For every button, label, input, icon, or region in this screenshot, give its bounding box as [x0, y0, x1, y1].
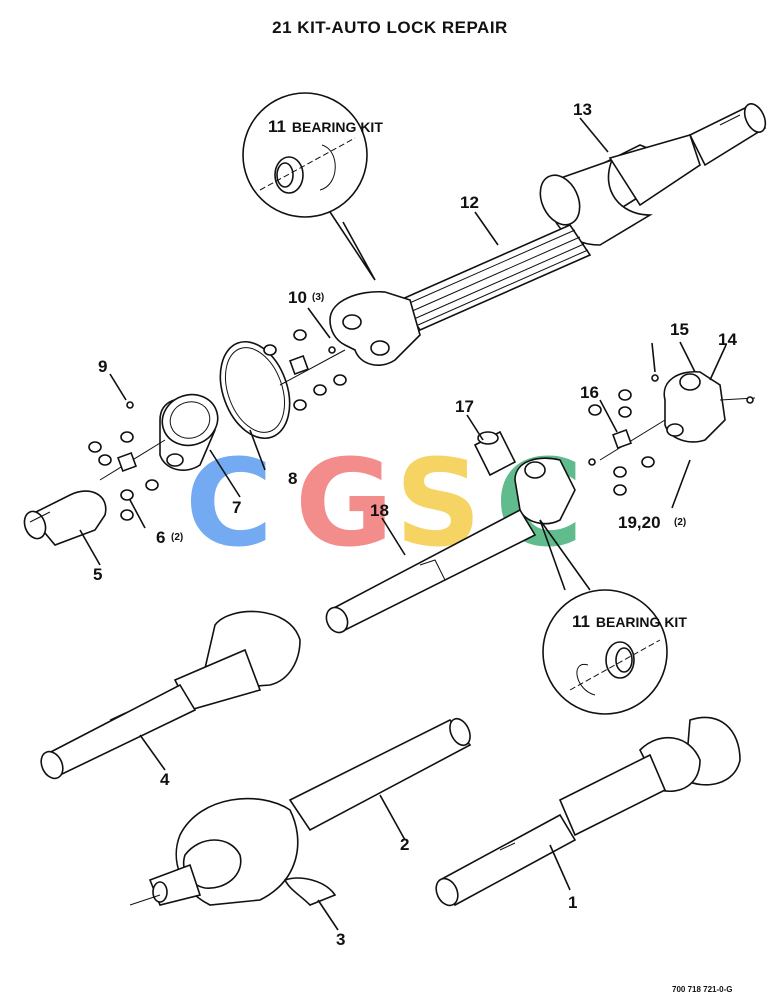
drawing-code: 700 718 721-0-G	[672, 985, 733, 994]
bearing-kit-upper-detail: 11 BEARING KIT	[242, 92, 383, 281]
part-5-tractor-yoke	[23, 490, 107, 546]
bearing-kit-lower-detail: 11 BEARING KIT	[539, 519, 687, 715]
callout-15: 15	[670, 320, 689, 339]
part-13-outer-shield-half	[539, 103, 767, 246]
part-8-seal-ring	[219, 340, 291, 440]
part-17-bushing	[473, 430, 517, 477]
shaft-yoke	[329, 290, 421, 366]
callout-labels: 13 12 10 (3) 15 14 16 9 17 8 7 18 6 (2) …	[93, 100, 737, 949]
callout-2: 2	[400, 835, 409, 854]
part-7-inner-yoke	[159, 393, 219, 471]
callout-1: 1	[568, 893, 577, 912]
part-18-inner-yoke-and-tube	[325, 457, 576, 634]
callout-12: 12	[460, 193, 479, 212]
callout-16: 16	[580, 383, 599, 402]
callout-17: 17	[455, 397, 474, 416]
callout-6: 6	[156, 528, 165, 547]
callout-10: 10	[288, 288, 307, 307]
part-6-cross-kit	[88, 401, 166, 521]
part-1-outer-shield	[435, 716, 741, 907]
callout-3: 3	[336, 930, 345, 949]
diagram-title: 21 KIT-AUTO LOCK REPAIR	[272, 18, 508, 37]
bearing-kit-lower-label: BEARING KIT	[596, 614, 687, 630]
callout-19-20: 19,20	[618, 513, 661, 532]
leader-lines	[79, 117, 727, 931]
callout-13: 13	[573, 100, 592, 119]
callout-8: 8	[288, 469, 297, 488]
part-4-inner-shield	[40, 610, 301, 780]
bearing-kit-upper-number: 11	[268, 117, 286, 136]
callout-10-qty: (3)	[312, 292, 324, 303]
part-3-shield-segment	[283, 877, 337, 906]
callout-9: 9	[98, 357, 107, 376]
callout-5: 5	[93, 565, 102, 584]
part-2-outer-tube-and-shield	[129, 717, 472, 906]
part-16-cross-kit	[588, 374, 666, 496]
callout-19-20-qty: (2)	[674, 517, 686, 528]
part-10-cross-kit	[263, 329, 347, 411]
watermark-letter-g: G	[295, 435, 394, 574]
part-14-yoke	[663, 371, 756, 443]
callout-7: 7	[232, 498, 241, 517]
watermark: C G S C	[185, 435, 583, 574]
svg-text:11 BEARING KIT: 11 BEARING KIT	[572, 612, 687, 631]
callout-4: 4	[160, 770, 170, 789]
callout-14: 14	[718, 330, 737, 349]
callout-6-qty: (2)	[171, 532, 183, 543]
svg-text:11 BEARING KIT: 11 BEARING KIT	[268, 117, 383, 136]
callout-18: 18	[370, 501, 389, 520]
bearing-kit-lower-number: 11	[572, 612, 590, 631]
bearing-kit-upper-label: BEARING KIT	[292, 119, 383, 135]
